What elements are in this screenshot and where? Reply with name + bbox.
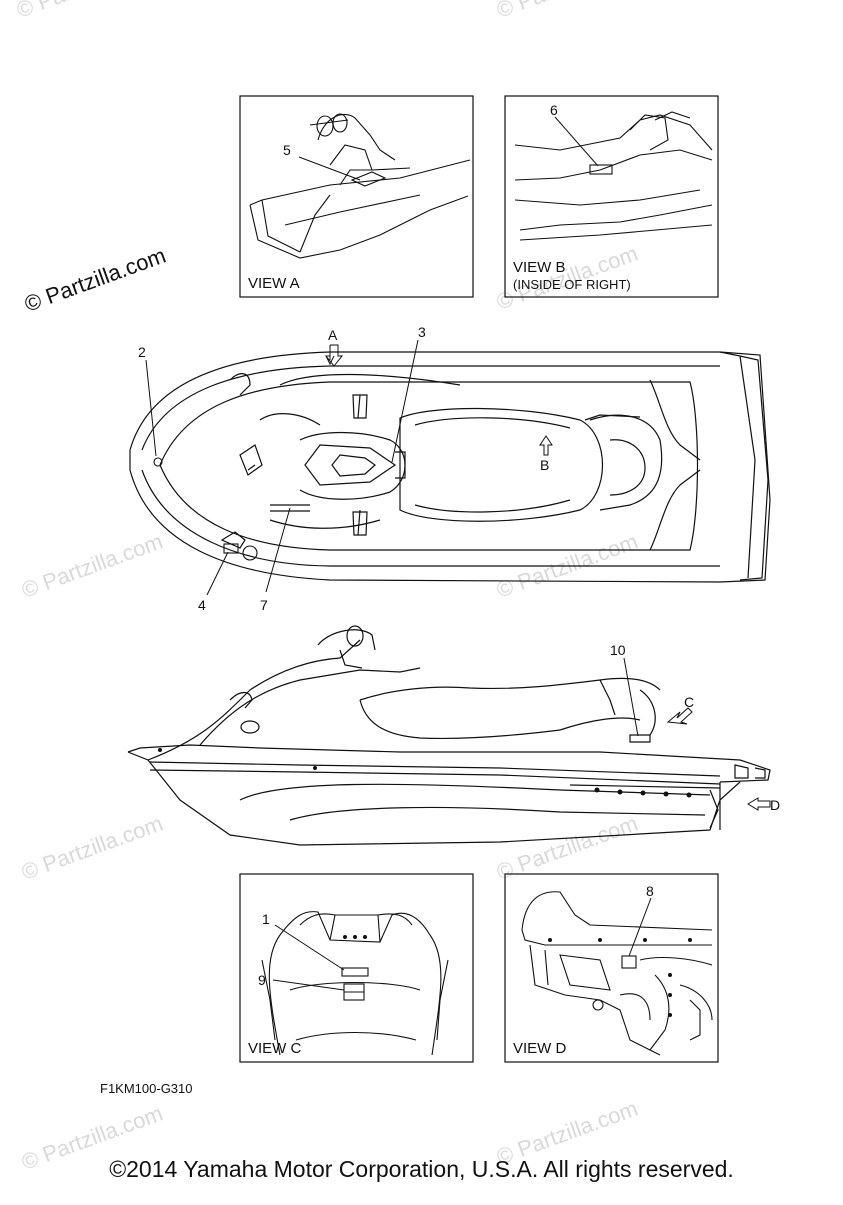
view-c-drawing [261,911,449,1056]
leader-line [554,116,599,167]
label-plate-icon [223,543,239,554]
watermark-layer: © Partzilla.com © Partzilla.com © Partzi… [13,0,641,1175]
leader-line [623,657,639,737]
diagram-code: F1KM100-G310 [100,1081,193,1096]
top-view-hull [129,351,771,583]
view-c-frame [239,873,474,1063]
leader-line [145,359,157,457]
callout-2: 2 [138,344,146,360]
view-c-panel: 1 9 VIEW C [239,873,474,1063]
side-view-hull [127,625,771,846]
callout-1: 1 [262,911,270,927]
view-arrow-b-icon [539,435,553,456]
top-view: A B 2 3 4 7 [129,324,771,613]
view-arrow-c-label: C [684,694,694,710]
watermark: © Partzilla.com [18,529,166,603]
side-rivet-row [158,748,692,798]
leader-line [628,897,652,957]
drain-plug-icon [153,457,163,467]
view-d-drawing [521,891,713,1056]
view-arrow-c-icon [666,707,693,725]
leader-line [265,507,291,593]
side-view: C D 10 [127,625,780,846]
view-d-label: VIEW D [513,1040,567,1057]
callout-4: 4 [198,597,206,613]
callout-10: 10 [610,642,626,658]
view-arrow-a-icon [324,344,344,367]
callout-7: 7 [260,597,268,613]
view-b-sublabel: (INSIDE OF RIGHT) [513,277,631,292]
view-a-drawing [249,113,471,259]
view-d-fasteners [548,938,692,1017]
view-b-panel: 6 VIEW B (INSIDE OF RIGHT) [504,95,719,298]
fuel-cap-icon [242,545,258,561]
leader-line [206,551,229,596]
view-d-panel: 8 VIEW D [504,873,719,1063]
view-a-label: VIEW A [248,275,300,292]
callout-3: 3 [418,324,426,340]
view-arrow-a-label: A [328,327,338,343]
callout-5: 5 [283,142,291,158]
callout-6: 6 [550,102,558,118]
view-arrow-b-label: B [540,457,549,473]
view-a-frame [239,95,474,298]
view-c-label: VIEW C [248,1040,302,1057]
view-arrow-d-label: D [770,797,780,813]
leader-line [272,979,345,991]
watermark: © Partzilla.com [493,0,641,23]
view-arrow-d-icon [747,797,771,811]
callout-9: 9 [258,972,266,988]
copyright-notice: ©2014 Yamaha Motor Corporation, U.S.A. A… [109,1156,734,1182]
callout-8: 8 [646,883,654,899]
watermark: © Partzilla.com [13,0,161,23]
view-d-frame [504,873,719,1063]
watermark: © Partzilla.com [18,811,166,885]
leader-line [391,339,419,463]
view-b-label: VIEW B [513,259,566,276]
leader-line [298,156,361,181]
watermark-main: © Partzilla.com [21,243,169,317]
view-c-fasteners [343,935,367,939]
leader-line [274,924,345,971]
view-b-drawing [514,111,713,241]
view-a-panel: 5 VIEW A [239,95,474,298]
view-b-frame [504,95,719,298]
